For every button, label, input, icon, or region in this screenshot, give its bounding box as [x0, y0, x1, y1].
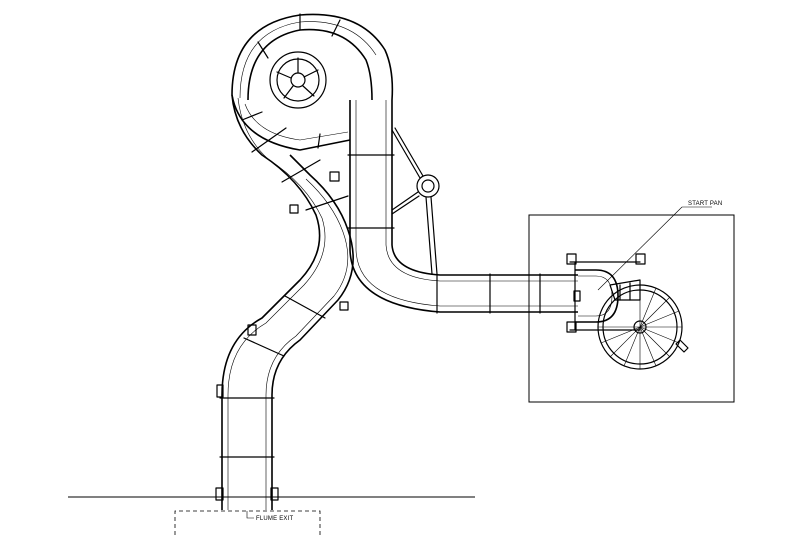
flume-exit-leader: [246, 511, 254, 519]
flume-upper-section: [347, 100, 578, 314]
spiral-stair: [597, 279, 689, 370]
spiral-center-column: [269, 51, 327, 109]
flume-spiral-section: [231, 13, 394, 151]
flume-lower-section: [215, 94, 354, 510]
tower-platform: [528, 214, 735, 403]
exit-pool-outline: [174, 510, 321, 535]
start-pan-leader: [597, 206, 683, 291]
support-pole: [391, 127, 440, 275]
start-pan-label: START PAN: [688, 201, 722, 207]
flume-exit-label: FLUME EXIT: [256, 516, 293, 522]
start-pan: [566, 253, 646, 333]
